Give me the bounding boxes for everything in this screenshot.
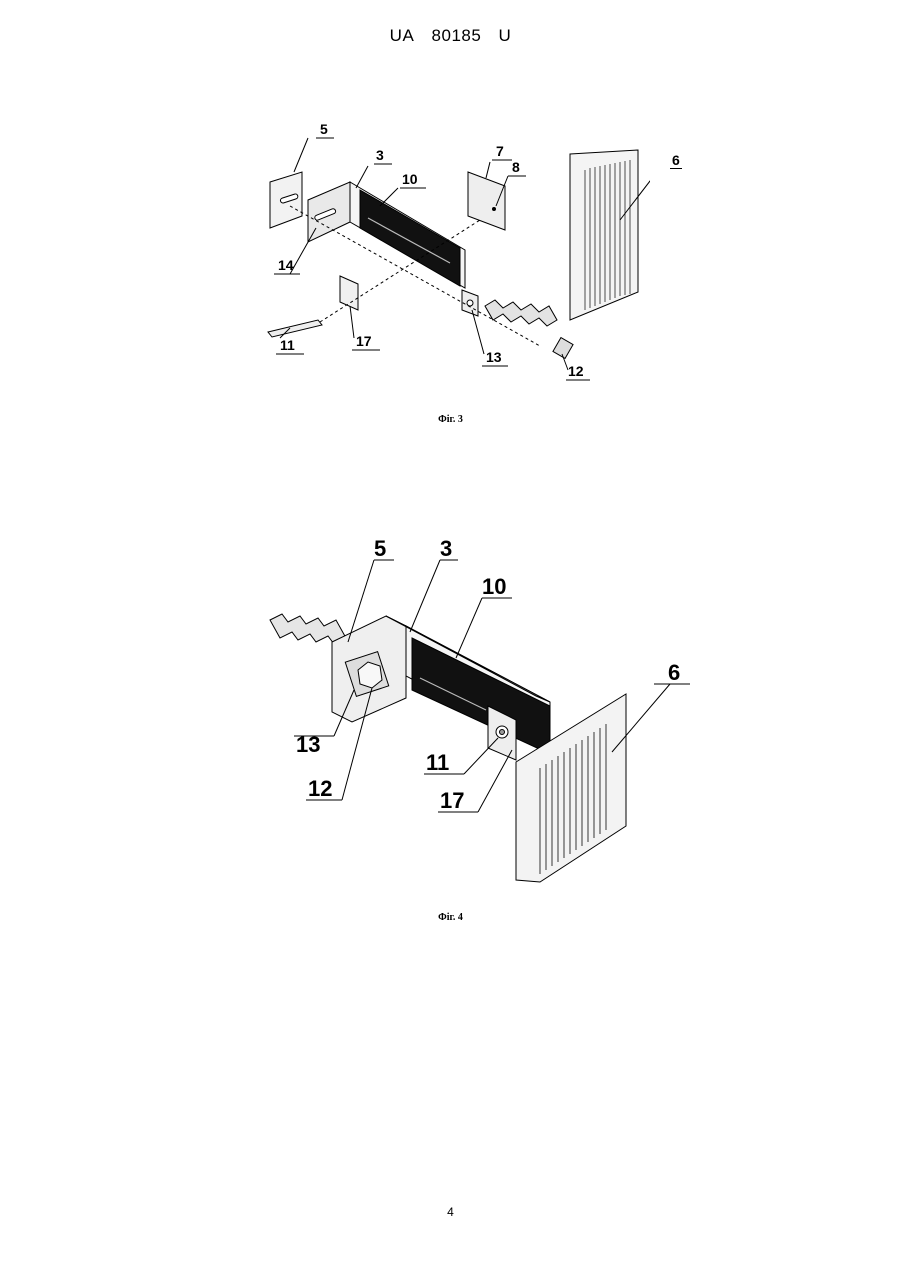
page-number: 4 (0, 1205, 901, 1219)
fig3-profile-6 (570, 150, 638, 320)
fig3-leader-13 (472, 310, 484, 354)
fig3-label-12: 12 (568, 363, 584, 379)
fig3-label-6: 6 (670, 152, 682, 169)
fig4-label-6: 6 (668, 660, 680, 685)
fig3-leader-17 (350, 306, 354, 338)
fig4-label-17: 17 (440, 788, 464, 813)
fig4-leader-17 (478, 750, 512, 812)
fig3-label-10: 10 (402, 171, 418, 187)
fig3-leader-7 (486, 162, 490, 178)
figure-3-svg: 5 3 10 7 8 14 11 17 13 12 (250, 110, 650, 410)
figure-3-caption: Фіг. 3 (0, 414, 901, 425)
fig3-washer-13-hole (467, 300, 473, 306)
fig3-label-14: 14 (278, 257, 294, 273)
figure-4-svg: 5 3 10 6 13 12 11 17 (250, 530, 710, 890)
fig4-label-10: 10 (482, 574, 506, 599)
fig4-leader-10 (456, 598, 482, 658)
fig4-thermal-pad-10 (412, 638, 550, 754)
fig4-label-13: 13 (296, 732, 320, 757)
patent-header: UA 80185 U (0, 26, 901, 46)
fig3-label-5: 5 (320, 121, 328, 137)
fig4-leader-11 (464, 738, 498, 774)
fig3-label-7: 7 (496, 143, 504, 159)
patent-kind-code: U (499, 26, 512, 45)
fig3-washer-17 (340, 276, 358, 310)
fig4-label-12: 12 (308, 776, 332, 801)
figure-4-caption: Фіг. 4 (0, 912, 901, 923)
fig3-label-8: 8 (512, 159, 520, 175)
fig3-label-13: 13 (486, 349, 502, 365)
patent-office-code: UA (390, 26, 415, 45)
figure-4-drawing: 5 3 10 6 13 12 11 17 (250, 530, 710, 890)
fig4-anchor-dowel (270, 614, 346, 644)
figure-3-drawing: 5 3 10 7 8 14 11 17 13 12 (250, 110, 650, 410)
patent-number: 80185 (432, 26, 482, 45)
fig3-label-11: 11 (280, 337, 295, 353)
fig3-leader-10 (380, 188, 398, 206)
fig4-label-3: 3 (440, 536, 452, 561)
fig3-plate-8-hole (493, 208, 496, 211)
fig3-rivet-11 (268, 320, 322, 337)
fig3-label-3: 3 (376, 147, 384, 163)
fig3-leader-3 (356, 166, 368, 188)
fig3-plate-7 (468, 172, 505, 230)
fig3-anchor-dowel-12 (485, 300, 557, 326)
fig3-leader-5 (294, 138, 308, 172)
fig3-leader-14 (290, 228, 316, 274)
fig4-label-11: 11 (426, 750, 449, 775)
fig4-label-5: 5 (374, 536, 386, 561)
fig4-leader-3 (410, 560, 440, 632)
fig3-label-17: 17 (356, 333, 372, 349)
